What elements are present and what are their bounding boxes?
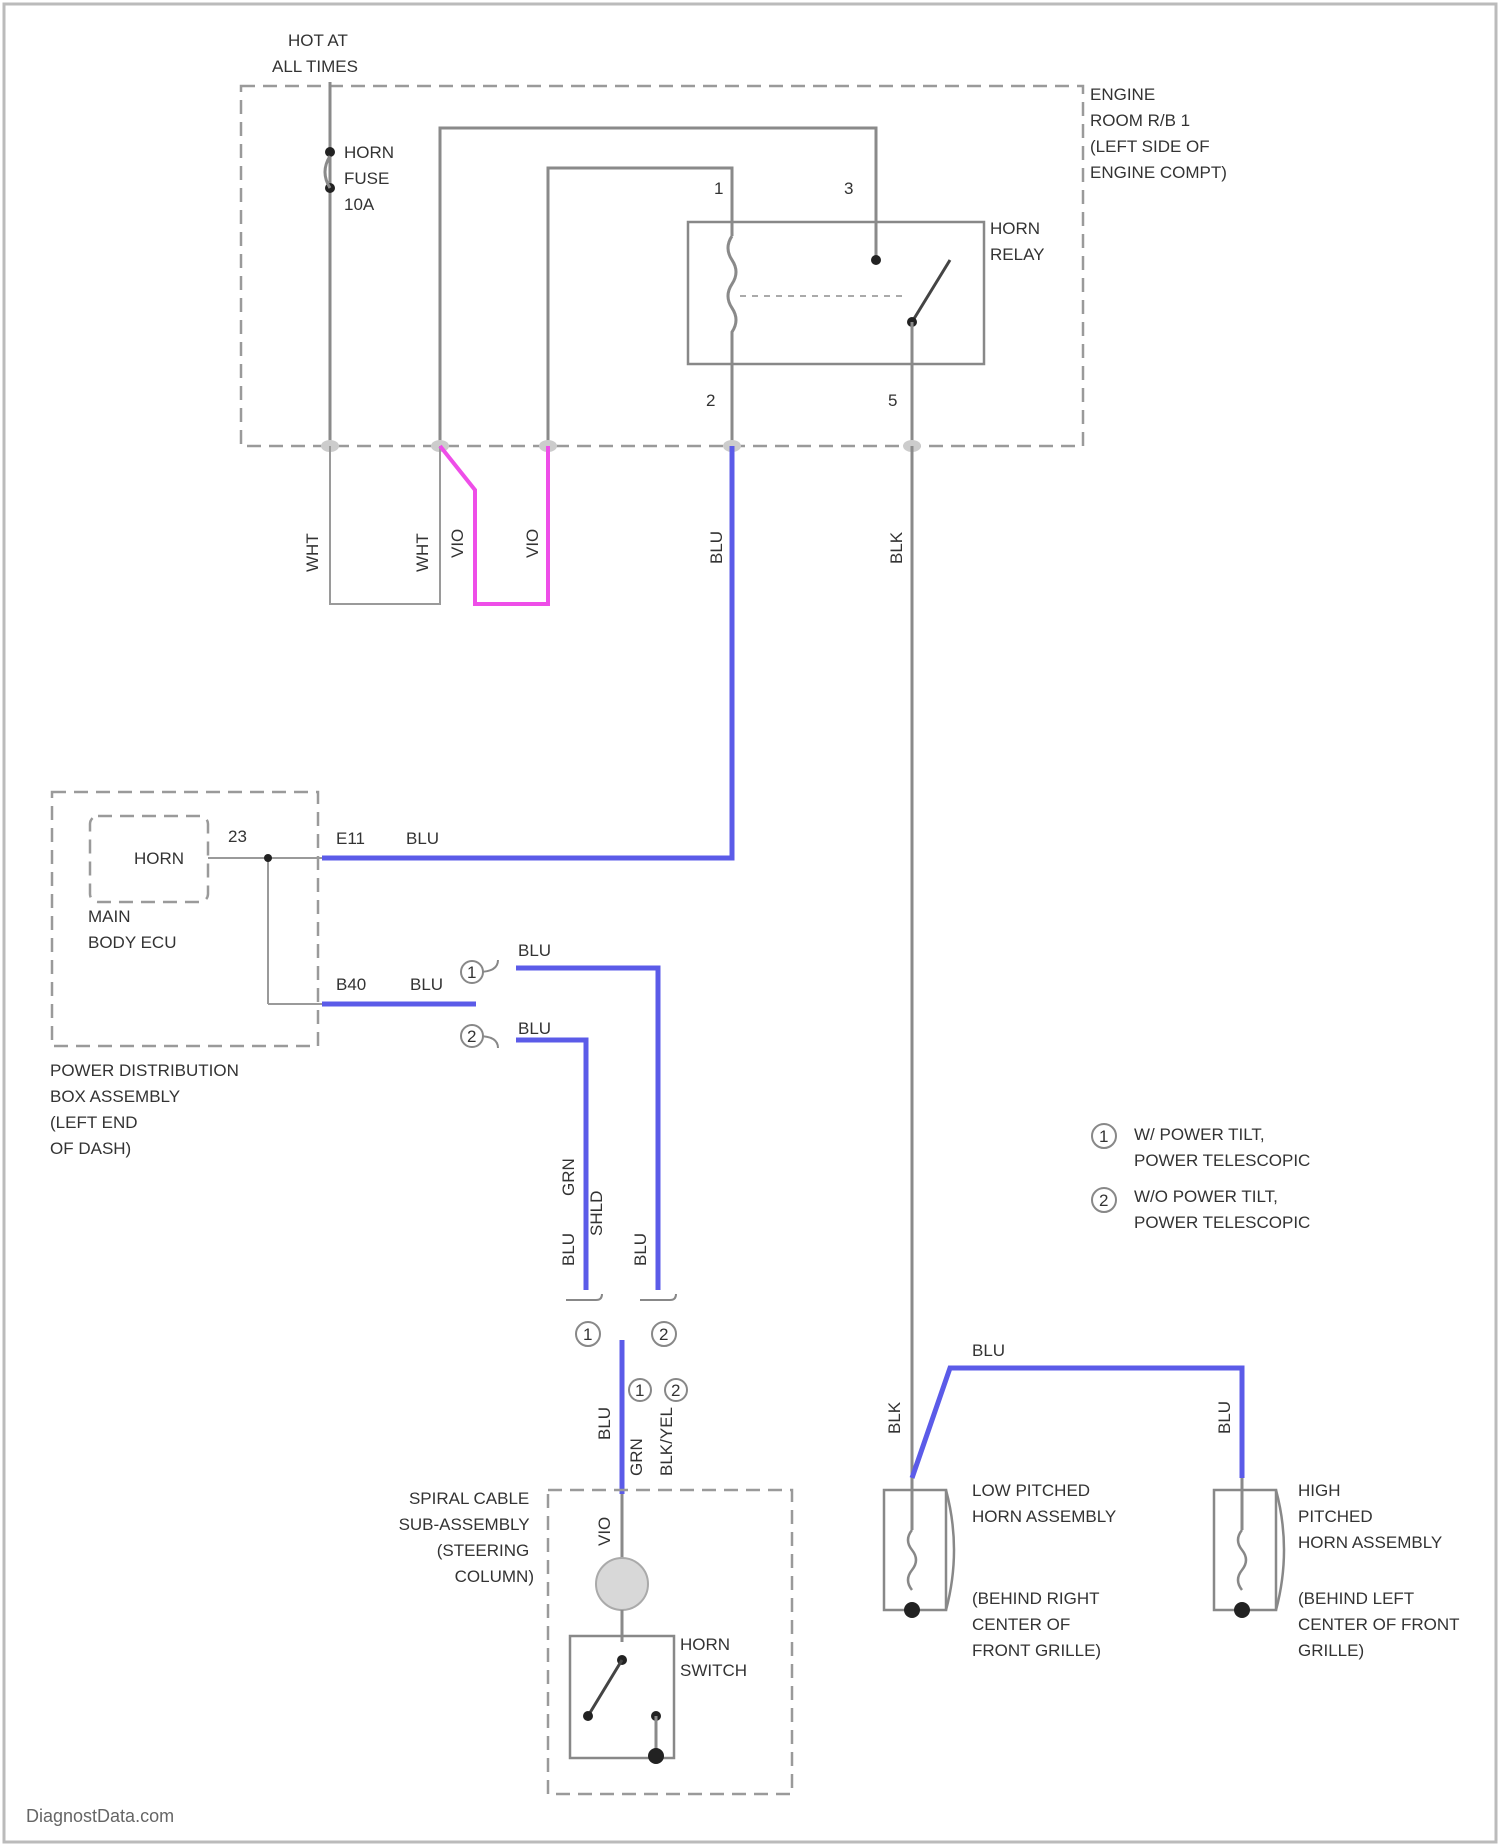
relay-pin-5: 5 bbox=[888, 391, 897, 410]
ecu-pin-23: 23 bbox=[228, 827, 247, 846]
relay-contact-top bbox=[871, 255, 881, 265]
blu-lower-label: BLU bbox=[518, 1019, 551, 1038]
blu-right-vertical-label: BLU bbox=[631, 1233, 650, 1266]
low-horn-ground-icon bbox=[904, 1602, 920, 1618]
blu-horns-label: BLU bbox=[972, 1341, 1005, 1360]
blk-yel-spiral-label: BLK/YEL bbox=[657, 1407, 676, 1476]
option-marker-1a-text: 1 bbox=[467, 963, 476, 982]
ground-icon bbox=[648, 1748, 664, 1764]
svg-text:BLK: BLK bbox=[887, 531, 906, 564]
vio-spiral-label: VIO bbox=[595, 1517, 614, 1546]
svg-text:VIO: VIO bbox=[448, 529, 467, 558]
grn-spiral-label: GRN bbox=[627, 1438, 646, 1476]
svg-text:WHT: WHT bbox=[413, 533, 432, 572]
pdb-pin-e11: E11 bbox=[336, 829, 365, 848]
shield-vertical-label: SHLD bbox=[587, 1191, 606, 1236]
svg-text:BLU: BLU bbox=[707, 531, 726, 564]
blu-left-vertical-label: BLU bbox=[559, 1233, 578, 1266]
grn-vertical-label: GRN bbox=[559, 1158, 578, 1196]
watermark: DiagnostData.com bbox=[26, 1806, 174, 1826]
blu-spiral-label: BLU bbox=[595, 1407, 614, 1440]
legend-marker-1-text: 1 bbox=[1099, 1127, 1108, 1146]
blu-e11-label: BLU bbox=[406, 829, 439, 848]
fuse-terminal-top bbox=[325, 147, 335, 157]
blu-upper-label: BLU bbox=[518, 941, 551, 960]
svg-text:WHT: WHT bbox=[303, 533, 322, 572]
option-marker-2c-text: 2 bbox=[671, 1381, 680, 1400]
blu-high-horn-label: BLU bbox=[1215, 1401, 1234, 1434]
option-marker-1b-text: 1 bbox=[583, 1325, 592, 1344]
ecu-horn-label: HORN bbox=[134, 849, 184, 868]
relay-pin-3: 3 bbox=[844, 179, 853, 198]
blk-low-horn-label: BLK bbox=[885, 1401, 904, 1434]
pdb-pin-b40: B40 bbox=[336, 975, 366, 994]
diagram-frame bbox=[4, 4, 1496, 1842]
legend-marker-2-text: 2 bbox=[1099, 1191, 1108, 1210]
high-horn-ground-icon bbox=[1234, 1602, 1250, 1618]
option-marker-2b-text: 2 bbox=[659, 1325, 668, 1344]
option-marker-2a-text: 2 bbox=[467, 1027, 476, 1046]
option-marker-1c-text: 1 bbox=[635, 1381, 644, 1400]
blu-b40-label: BLU bbox=[410, 975, 443, 994]
clock-spring-icon bbox=[596, 1558, 648, 1610]
ecu-splice-dot bbox=[264, 854, 272, 862]
horn-switch-contact-left bbox=[583, 1711, 593, 1721]
svg-text:VIO: VIO bbox=[523, 529, 542, 558]
relay-pin-1: 1 bbox=[714, 179, 723, 198]
relay-pin-2: 2 bbox=[706, 391, 715, 410]
